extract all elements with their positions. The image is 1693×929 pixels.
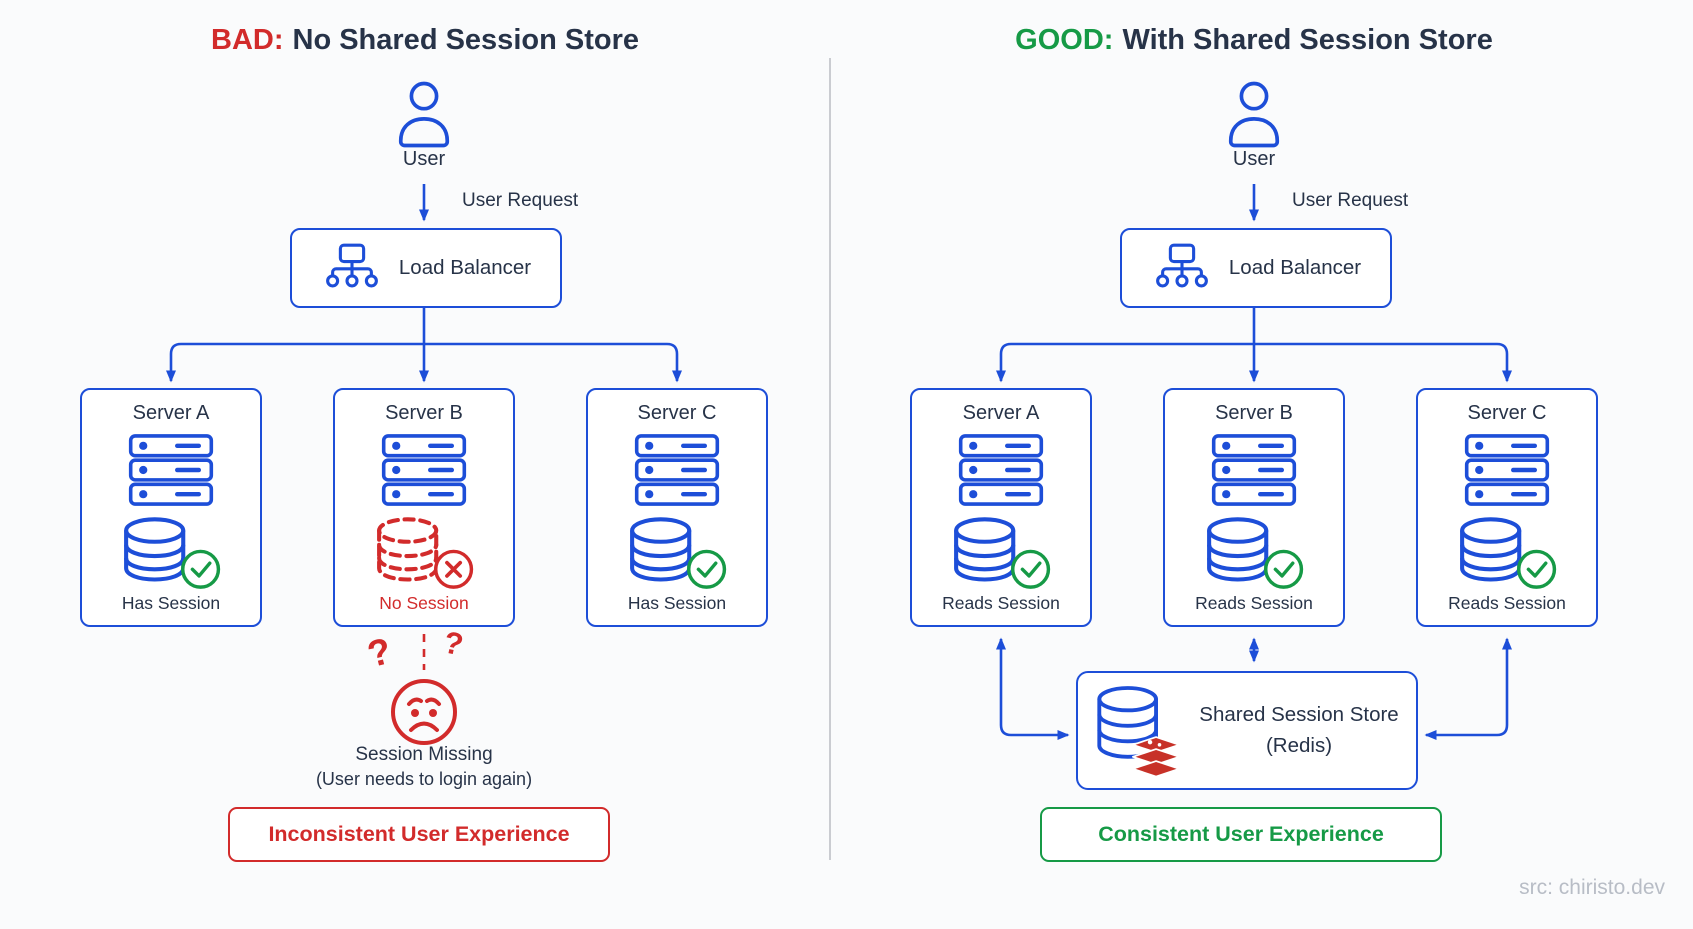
inconsistent-outcome-box: Inconsistent User Experience [228, 807, 610, 862]
server-c-node: Server C Reads Session [1416, 388, 1598, 627]
server-rack-icon [381, 433, 467, 507]
user-label: User [1232, 148, 1276, 170]
session-status-label: Has Session [627, 593, 727, 613]
question-mark-icon: ? [363, 629, 396, 676]
database-ok-icon [1203, 517, 1305, 591]
server-rack-icon [128, 433, 214, 507]
server-rack-icon [1211, 433, 1297, 507]
database-ok-icon [120, 517, 222, 591]
session-status-label: Reads Session [1195, 593, 1313, 613]
bad-label: BAD: [211, 24, 284, 56]
server-rack-icon [1464, 433, 1550, 507]
shared-session-store-node: Shared Session Store (Redis) [1076, 671, 1418, 790]
database-ok-icon [950, 517, 1052, 591]
server-a-store-connector [996, 637, 1070, 740]
outcome-label: Consistent User Experience [1098, 822, 1384, 846]
user-request-label: User Request [1292, 190, 1409, 211]
load-balancer-icon [321, 243, 383, 293]
server-name: Server C [637, 402, 717, 424]
database-missing-icon [373, 517, 475, 591]
load-balancer-label: Load Balancer [1228, 256, 1362, 279]
user-icon [393, 80, 455, 150]
server-b-node: Server B Reads Session [1163, 388, 1345, 627]
left-arrow-to-server-c [424, 342, 682, 383]
outcome-label: Inconsistent User Experience [268, 822, 570, 846]
server-name: Server A [962, 402, 1040, 424]
session-missing-title: Session Missing [355, 744, 493, 765]
database-ok-icon [1456, 517, 1558, 591]
server-name: Server B [1215, 402, 1293, 424]
left-arrow-to-server-a [166, 342, 424, 383]
load-balancer-label: Load Balancer [398, 256, 532, 279]
right-arrow-to-server-a [996, 342, 1254, 383]
user-icon [1223, 80, 1285, 150]
question-mark-icon: ? [440, 624, 467, 663]
sad-face-icon [386, 670, 462, 748]
session-missing-subtitle: (User needs to login again) [315, 769, 533, 789]
panel-divider [829, 58, 831, 860]
session-status-label: Reads Session [942, 593, 1060, 613]
server-rack-icon [958, 433, 1044, 507]
server-a-node: Server A Has Session [80, 388, 262, 627]
session-status-label: Reads Session [1448, 593, 1566, 613]
good-label: GOOD: [1015, 24, 1114, 56]
server-a-node: Server A Reads Session [910, 388, 1092, 627]
consistent-outcome-box: Consistent User Experience [1040, 807, 1442, 862]
session-status-label: Has Session [121, 593, 221, 613]
server-name: Server A [132, 402, 210, 424]
load-balancer-node: Load Balancer [290, 228, 562, 308]
load-balancer-icon [1151, 243, 1213, 293]
right-panel-title: GOOD:With Shared Session Store [1015, 24, 1493, 56]
server-name: Server C [1467, 402, 1547, 424]
session-status-label: No Session [379, 593, 469, 613]
source-credit: src: chiristo.dev [1519, 876, 1665, 899]
redis-database-icon [1095, 685, 1181, 777]
server-rack-icon [634, 433, 720, 507]
server-name: Server B [385, 402, 463, 424]
database-ok-icon [626, 517, 728, 591]
user-request-label: User Request [462, 190, 579, 211]
user-label: User [402, 148, 446, 170]
left-panel-title: BAD:No Shared Session Store [211, 24, 639, 56]
server-c-node: Server C Has Session [586, 388, 768, 627]
store-title: Shared Session Store [1199, 702, 1399, 726]
server-c-store-connector [1424, 637, 1512, 740]
store-subtitle: (Redis) [1265, 733, 1333, 757]
right-arrow-to-server-c [1254, 342, 1512, 383]
load-balancer-node: Load Balancer [1120, 228, 1392, 308]
server-b-node: Server B No Session [333, 388, 515, 627]
